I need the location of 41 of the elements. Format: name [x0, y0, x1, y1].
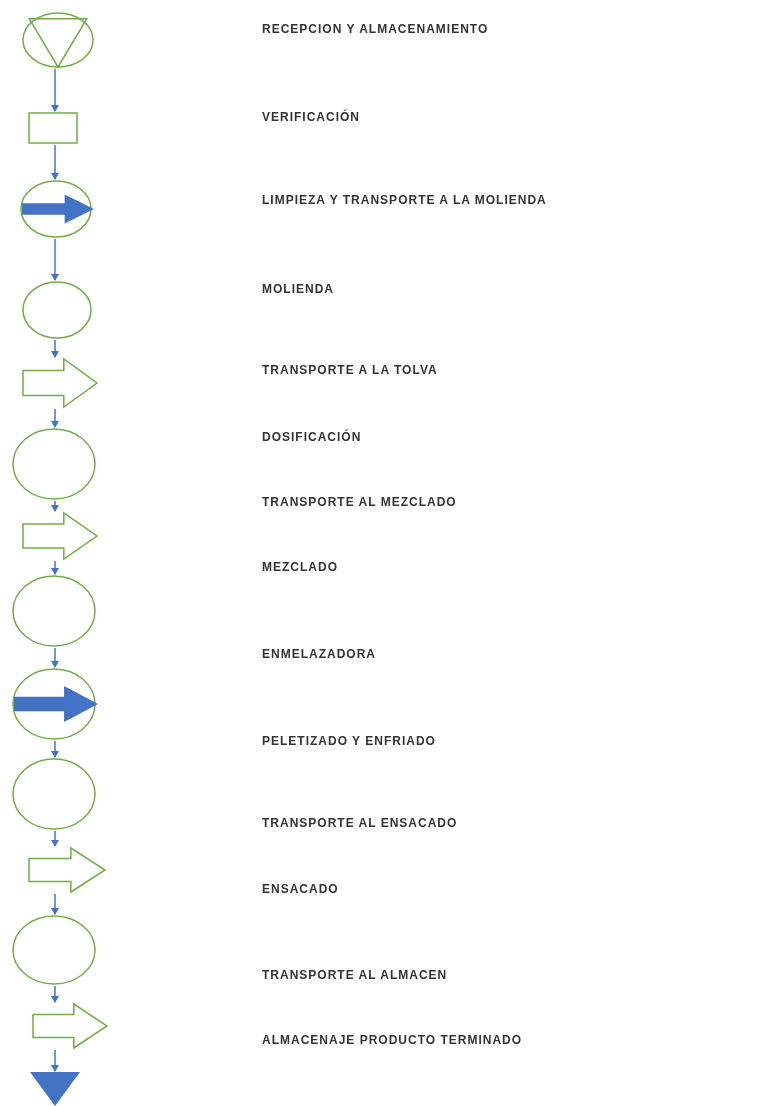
operation-circle [12, 758, 96, 830]
step-label: DOSIFICACIÓN [262, 430, 362, 444]
operation-circle [22, 281, 92, 339]
arrow [51, 408, 59, 428]
step-label: ENMELAZADORA [262, 647, 376, 661]
transport-circle [12, 668, 96, 740]
arrow [51, 893, 59, 915]
storage-triangle [30, 1072, 80, 1106]
transport-symbol [22, 358, 98, 408]
transport-symbol [28, 847, 106, 893]
step-label: TRANSPORTE A LA TOLVA [262, 363, 438, 377]
step-label: ALMACENAJE PRODUCTO TERMINADO [262, 1033, 523, 1047]
transport-symbol [32, 1003, 108, 1049]
step-label: MEZCLADO [262, 560, 338, 574]
step-label: TRANSPORTE AL MEZCLADO [262, 495, 457, 509]
transport-circle [20, 180, 92, 238]
arrow [51, 560, 59, 575]
arrow [51, 144, 59, 180]
arrow [51, 647, 59, 668]
step-label: TRANSPORTE AL ALMACEN [262, 968, 448, 982]
step-label: PELETIZADO Y ENFRIADO [262, 734, 436, 748]
arrow [51, 1049, 59, 1072]
step-label: RECEPCION Y ALMACENAMIENTO [262, 22, 489, 36]
storage-circle [22, 12, 94, 68]
arrow [51, 68, 59, 112]
arrow [51, 339, 59, 358]
step-label: TRANSPORTE AL ENSACADO [262, 816, 458, 830]
step-label: VERIFICACIÓN [262, 110, 360, 124]
operation-circle [12, 915, 96, 985]
step-label: ENSACADO [262, 882, 339, 896]
arrow [51, 500, 59, 512]
inspection-box [28, 112, 78, 144]
arrow [51, 238, 59, 281]
arrow [51, 740, 59, 758]
step-label: LIMPIEZA Y TRANSPORTE A LA MOLIENDA [262, 193, 547, 207]
operation-circle [12, 428, 96, 500]
transport-symbol [22, 512, 98, 560]
arrow [51, 830, 59, 847]
arrow [51, 985, 59, 1003]
operation-circle [12, 575, 96, 647]
step-label: MOLIENDA [262, 282, 334, 296]
